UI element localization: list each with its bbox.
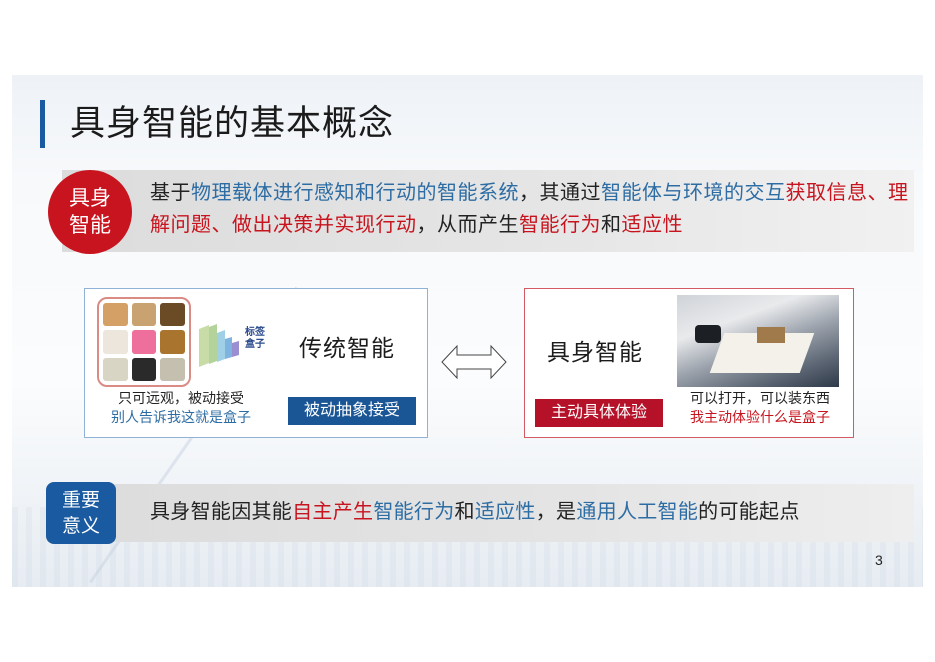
imp-seg: 的可能起点 xyxy=(698,499,800,523)
traditional-caption-line1: 只可远观，被动接受 xyxy=(118,391,244,407)
clear-box-icon xyxy=(103,357,128,381)
neural-network-icon xyxy=(199,324,239,367)
def-seg: 和 xyxy=(601,212,622,236)
imp-seg: 适应性 xyxy=(474,499,536,523)
imp-seg: 具身智能因其能 xyxy=(150,499,293,523)
importance-badge: 重要 意义 xyxy=(46,482,116,544)
embodied-card-title: 具身智能 xyxy=(547,340,643,366)
imp-seg: ，是 xyxy=(535,499,577,523)
embodied-caption-line1: 可以打开，可以装东西 xyxy=(690,391,830,407)
closed-carton-icon xyxy=(131,303,157,327)
label-box-text: 标签盒子 xyxy=(245,327,265,350)
box-images-grid xyxy=(97,297,191,387)
traditional-caption-line2: 别人告诉我这就是盒子 xyxy=(111,410,251,426)
photo-carton xyxy=(757,327,785,343)
white-box-icon xyxy=(103,330,128,354)
embodied-caption: 可以打开，可以装东西 我主动体验什么是盒子 xyxy=(671,390,849,428)
treasure-box-icon xyxy=(160,330,185,354)
def-seg: 物理载体进行感知和行动的智能系统 xyxy=(191,180,519,204)
stacked-boxes-icon xyxy=(160,357,185,381)
importance-text: 具身智能因其能自主产生智能行为和适应性，是通用人工智能的可能起点 xyxy=(150,496,800,526)
def-seg: 获取信息、理解问题、做出决策并实现行动 xyxy=(150,180,909,236)
definition-badge-line1: 具身 xyxy=(69,186,111,210)
active-concrete-tag: 主动具体体验 xyxy=(535,399,663,427)
definition-badge-line2: 智能 xyxy=(69,213,111,237)
importance-badge-line2: 意义 xyxy=(61,515,100,537)
imp-seg: 通用人工智能 xyxy=(576,499,699,523)
imp-seg: 自主产生 xyxy=(292,499,374,523)
def-seg: 智能体与环境的交互 xyxy=(601,180,786,204)
open-carton-icon xyxy=(103,303,128,327)
imp-seg: 智能行为 xyxy=(373,499,455,523)
def-seg: 智能行为 xyxy=(519,212,601,236)
traditional-intelligence-card: 标签盒子 传统智能 只可远观，被动接受 别人告诉我这就是盒子 被动抽象接受 xyxy=(84,288,428,438)
embodied-caption-line2: 我主动体验什么是盒子 xyxy=(690,410,830,426)
definition-badge: 具身 智能 xyxy=(48,170,132,254)
traditional-caption: 只可远观，被动接受 别人告诉我这就是盒子 xyxy=(89,390,273,428)
definition-text: 基于物理载体进行感知和行动的智能系统，其通过智能体与环境的交互获取信息、理解问题… xyxy=(150,176,910,240)
def-seg: ，从而产生 xyxy=(416,212,519,236)
embodied-intelligence-card: 具身智能 主动具体体验 可以打开，可以装东西 我主动体验什么是盒子 xyxy=(524,288,854,438)
page-title: 具身智能的基本概念 xyxy=(70,104,395,144)
traditional-card-title: 传统智能 xyxy=(299,336,395,362)
def-seg: ，其通过 xyxy=(519,180,601,204)
passive-abstract-tag: 被动抽象接受 xyxy=(288,397,416,425)
foam-box-icon xyxy=(131,357,157,381)
photo-gripper xyxy=(695,325,721,343)
def-seg: 适应性 xyxy=(621,212,683,236)
importance-badge-line1: 重要 xyxy=(61,489,100,511)
imp-seg: 和 xyxy=(454,499,475,523)
importance-band xyxy=(62,484,914,542)
robot-gripper-box-photo xyxy=(677,295,839,387)
definition-band xyxy=(62,170,914,252)
page-number: 3 xyxy=(875,552,883,568)
def-seg: 基于 xyxy=(150,180,191,204)
brown-chest-icon xyxy=(160,303,185,327)
pink-box-icon xyxy=(131,330,157,354)
double-arrow-icon xyxy=(441,344,507,380)
title-accent-bar xyxy=(40,100,45,148)
